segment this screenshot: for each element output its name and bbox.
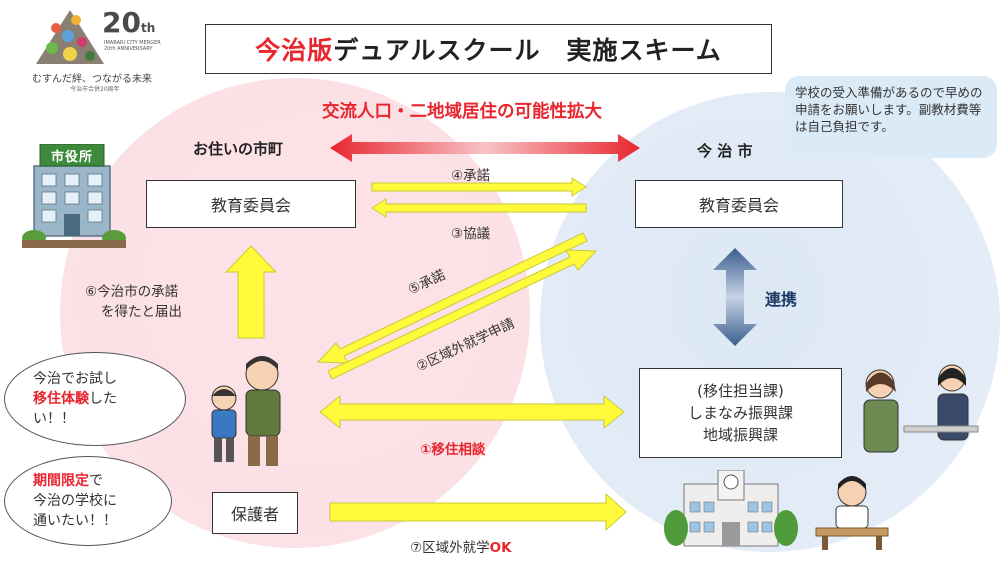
city-hall-illustration: 市役所	[22, 143, 126, 248]
ok7-label-suffix: OK	[489, 540, 512, 556]
logo-suffix: th	[140, 21, 156, 35]
right-region-circle	[540, 92, 1000, 552]
department-line1: (移住担当課)	[697, 382, 784, 400]
logo-mountain-icon	[36, 10, 104, 64]
bubble1-line3: い！！	[33, 411, 75, 427]
counselor-illustration	[854, 356, 984, 456]
notice6-line2: を得たと届出	[101, 304, 182, 320]
right-heading: 今 治 市	[697, 142, 753, 160]
consult3-arrow	[371, 198, 587, 218]
limited-school-bubble: 期間限定で 今治の学校に 通いたい！！	[4, 456, 172, 546]
family-icon	[211, 356, 281, 466]
approval4-arrow	[371, 177, 587, 197]
logo-20th: 20th	[102, 6, 188, 42]
school-illustration	[664, 469, 798, 550]
student-illustration	[812, 474, 892, 550]
region-double-arrow	[330, 134, 640, 162]
consult1-arrow	[319, 394, 625, 430]
page-title: 今治版デュアルスクール 実施スキーム	[205, 24, 772, 74]
right-board-box: 教育委員会	[635, 180, 843, 228]
bubble1-accent: 移住体験	[33, 391, 89, 407]
notice6-line1: ⑥今治市の承諾	[85, 284, 179, 300]
bubble1-line2-rest: した	[89, 391, 117, 407]
ok7-label-prefix: ⑦区域外就学	[410, 540, 490, 556]
notice6-arrow	[224, 245, 278, 339]
school-icon	[664, 469, 798, 547]
trial-move-bubble: 今治でお試し 移住体験した い！！	[4, 352, 186, 446]
ok7-arrow	[329, 492, 627, 532]
bubble2-line2: 今治の学校に	[33, 493, 117, 509]
department-box: (移住担当課) しまなみ振興課 地域振興課	[639, 368, 842, 458]
left-board-box: 教育委員会	[146, 180, 356, 228]
bubble1-line2: 移住体験した	[33, 389, 185, 409]
apply2-arrow	[327, 249, 598, 380]
bubble2-line1: 期間限定で	[33, 471, 171, 491]
title-rest: デュアルスクール 実施スキーム	[333, 36, 722, 65]
note-cloud: 学校の受入準備があるので早めの申請をお願いします。副教材費等は自己負担です。	[785, 76, 997, 158]
banner-text: 交流人口・二地域居住の可能性拡大	[322, 102, 602, 122]
city-hall-sign: 市役所	[50, 150, 93, 165]
consultation-icon	[863, 364, 979, 453]
logo-english-line2: 20th ANNIVERSARY	[104, 46, 153, 52]
approval4-label: ④承諾	[451, 168, 491, 184]
department-line2: しまなみ振興課	[687, 404, 793, 422]
consult1-label: ①移住相談	[420, 442, 486, 458]
cooperation-label: 連携	[765, 290, 798, 309]
cooperation-arrow	[713, 248, 757, 346]
approval5-arrow	[316, 232, 588, 364]
guardian-box: 保護者	[212, 492, 298, 534]
bubble2-accent: 期間限定	[33, 473, 89, 489]
parent-child-illustration	[200, 352, 310, 472]
student-icon	[815, 476, 889, 550]
logo-number: 20	[102, 6, 141, 39]
department-line3: 地域振興課	[702, 426, 778, 444]
consult3-label: ③協議	[451, 226, 491, 242]
logo-tagline: むすんだ絆、つながる未来	[32, 74, 152, 85]
bubble1-line1: 今治でお試し	[33, 371, 117, 387]
notice6-label: ⑥今治市の承諾 を得たと届出	[85, 282, 182, 322]
logo-subtagline: 今治市合併20周年	[70, 86, 120, 93]
left-heading: お住いの市町	[193, 140, 284, 158]
title-accent: 今治版	[255, 36, 334, 65]
logo: 20th IMABARI CITY MERGER 20th ANNIVERSAR…	[30, 6, 190, 93]
logo-english-line1: IMABARI CITY MERGER	[104, 40, 161, 46]
bubble2-line1-rest: で	[89, 473, 103, 489]
city-hall-icon	[22, 143, 126, 248]
bubble2-line3: 通いたい！！	[33, 513, 117, 529]
ok7-label: ⑦区域外就学OK	[410, 536, 512, 556]
